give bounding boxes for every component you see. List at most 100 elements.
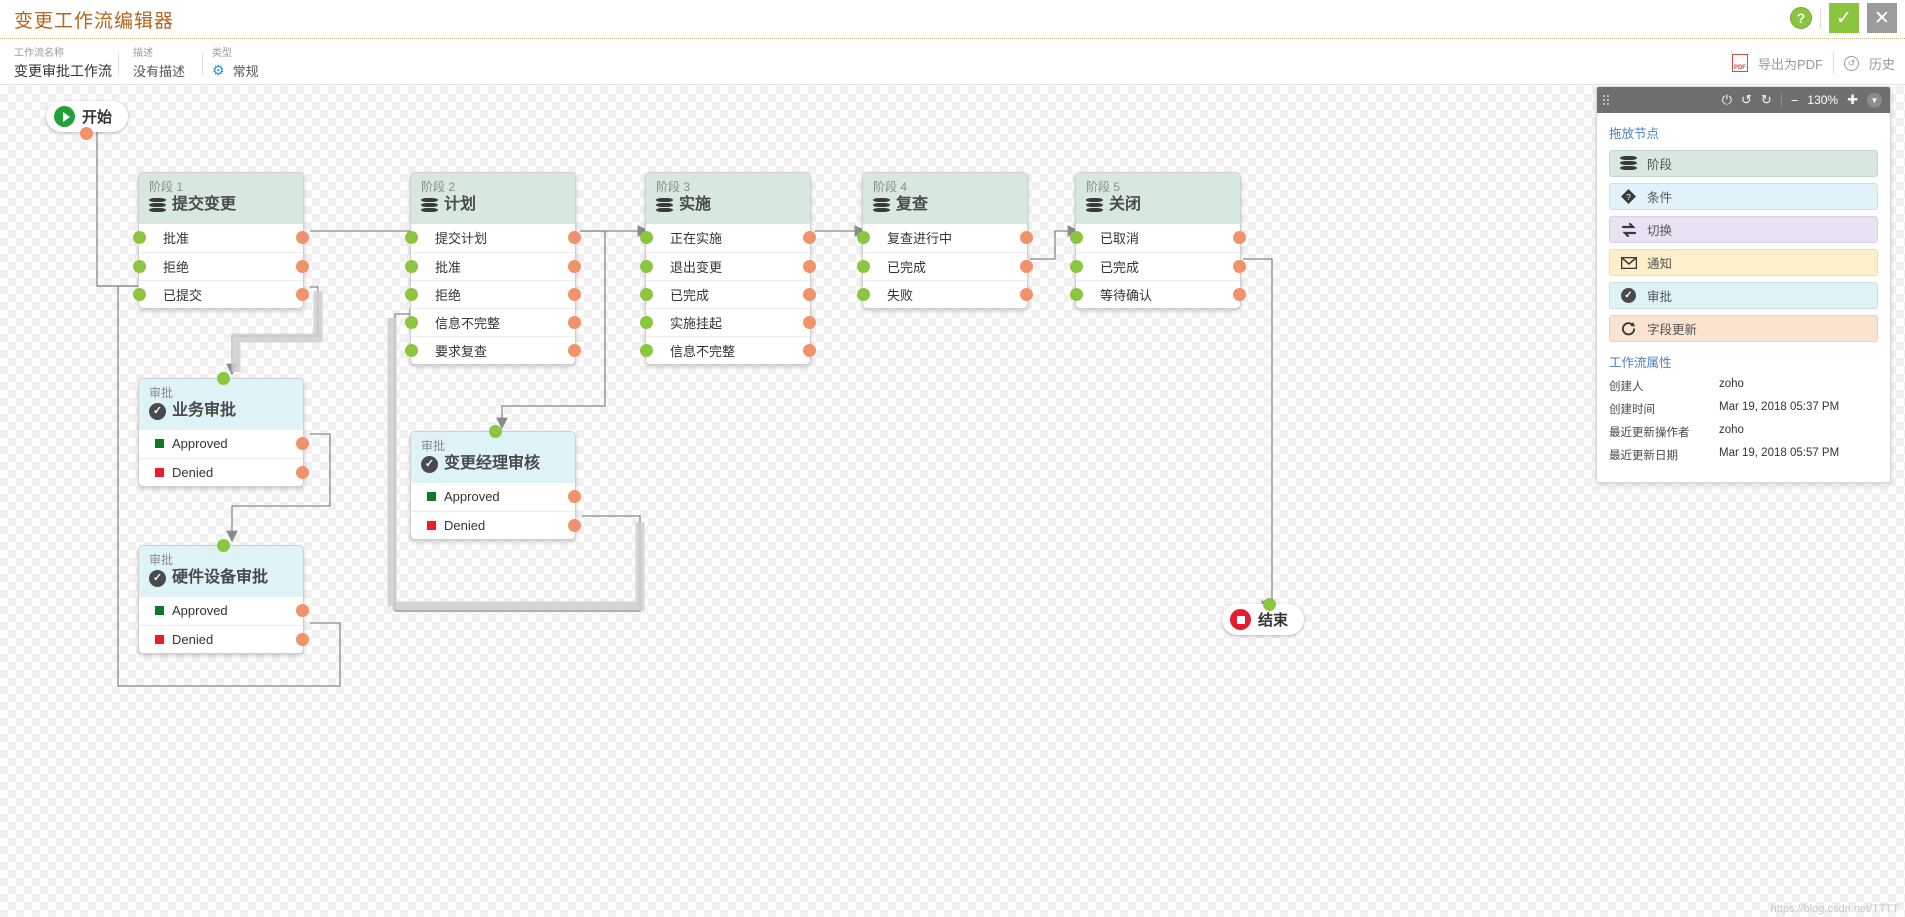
palette-item-field-update[interactable]: 字段更新 [1609, 315, 1878, 342]
port-in[interactable] [405, 287, 418, 301]
port-out[interactable] [803, 287, 816, 301]
port-out[interactable] [803, 231, 816, 245]
port-in[interactable] [640, 343, 653, 357]
stage-card-2[interactable]: 阶段 2 计划 提交计划 批准 拒绝 信息不完整 要求复查 [405, 172, 581, 365]
drag-handle[interactable] [1602, 94, 1610, 106]
port-out[interactable] [568, 259, 581, 273]
port-in[interactable] [640, 231, 653, 245]
stage-row[interactable]: 要求复查 [405, 335, 581, 364]
history-button[interactable]: 历史 [1868, 56, 1895, 72]
palette-item-switch[interactable]: 切换 [1609, 216, 1878, 243]
port-out[interactable] [1020, 259, 1033, 273]
port-out[interactable] [296, 259, 309, 273]
port-out[interactable] [296, 287, 309, 301]
start-node-body[interactable]: 开始 [46, 101, 129, 132]
stage-row[interactable]: 正在实施 [640, 224, 816, 252]
stage-row[interactable]: 拒绝 [405, 279, 581, 308]
help-icon[interactable]: ? [1790, 7, 1812, 29]
zoom-out-button[interactable]: − [1790, 92, 1799, 108]
stage-row[interactable]: 实施挂起 [640, 307, 816, 336]
zoom-in-button[interactable]: ✚ [1847, 92, 1858, 107]
port-out[interactable] [568, 518, 581, 532]
palette-item-approval[interactable]: ✓ 审批 [1609, 282, 1878, 309]
stage-row[interactable]: 拒绝 [133, 251, 309, 280]
panel-toolbar[interactable]: ⏻ ↺ ↻ − 130% ✚ ▼ [1597, 87, 1890, 113]
port-in[interactable] [133, 287, 146, 301]
port-in[interactable] [857, 287, 870, 301]
port-in[interactable] [1263, 598, 1276, 611]
port-in[interactable] [405, 231, 418, 245]
port-in[interactable] [640, 315, 653, 329]
palette-item-stage[interactable]: 阶段 [1609, 150, 1878, 177]
close-button[interactable]: ✕ [1867, 3, 1897, 33]
port-in[interactable] [133, 259, 146, 273]
approval-row[interactable]: Approved [139, 597, 309, 625]
stage-row[interactable]: 已取消 [1070, 224, 1246, 252]
power-icon[interactable]: ⏻ [1721, 92, 1732, 107]
port-out[interactable] [568, 287, 581, 301]
port-in[interactable] [640, 287, 653, 301]
port-in[interactable] [1070, 259, 1083, 273]
approval-card-business[interactable]: 审批 ✓ 业务审批 Approved Denied [138, 372, 309, 487]
stage-row[interactable]: 已完成 [1070, 251, 1246, 280]
stage-row[interactable]: 信息不完整 [405, 307, 581, 336]
stage-card-4[interactable]: 阶段 4 复查 复查进行中 已完成 失败 [857, 172, 1033, 309]
stage-row[interactable]: 退出变更 [640, 251, 816, 280]
approval-row[interactable]: Denied [139, 624, 309, 653]
port-out[interactable] [803, 259, 816, 273]
stage-card-5[interactable]: 阶段 5 关闭 已取消 已完成 等待确认 [1070, 172, 1246, 309]
stage-row[interactable]: 批准 [133, 224, 309, 252]
stage-row[interactable]: 已完成 [857, 251, 1033, 280]
approval-row[interactable]: Approved [139, 430, 309, 458]
port-out[interactable] [803, 315, 816, 329]
port-out[interactable] [1233, 287, 1246, 301]
end-node[interactable]: 结束 [1222, 598, 1305, 635]
port-in[interactable] [217, 372, 230, 385]
port-out[interactable] [296, 465, 309, 479]
stage-card-3[interactable]: 阶段 3 实施 正在实施 退出变更 已完成 实施挂起 信息不完整 [640, 172, 816, 365]
port-in[interactable] [405, 315, 418, 329]
port-out[interactable] [803, 343, 816, 357]
port-in[interactable] [217, 539, 230, 552]
port-out[interactable] [568, 315, 581, 329]
stage-card-1[interactable]: 阶段 1 提交变更 批准 拒绝 已提交 [133, 172, 309, 309]
port-in[interactable] [1070, 231, 1083, 245]
palette-item-condition[interactable]: ? 条件 [1609, 183, 1878, 210]
port-out[interactable] [1020, 231, 1033, 245]
approval-row[interactable]: Denied [411, 510, 581, 539]
save-button[interactable]: ✓ [1829, 3, 1859, 33]
port-in[interactable] [133, 231, 146, 245]
port-in[interactable] [405, 259, 418, 273]
stage-row[interactable]: 已完成 [640, 279, 816, 308]
chevron-down-icon[interactable]: ▼ [1867, 92, 1882, 108]
redo-icon[interactable]: ↻ [1760, 92, 1772, 107]
end-node-body[interactable]: 结束 [1222, 604, 1305, 635]
port-in[interactable] [640, 259, 653, 273]
stage-row[interactable]: 已提交 [133, 279, 309, 308]
port-out[interactable] [296, 604, 309, 618]
export-pdf-button[interactable]: 导出为PDF [1757, 56, 1823, 72]
stage-row[interactable]: 批准 [405, 251, 581, 280]
approval-card-change-manager[interactable]: 审批 ✓ 变更经理审核 Approved Denied [410, 425, 581, 540]
port-out[interactable] [1233, 259, 1246, 273]
port-in[interactable] [857, 259, 870, 273]
start-node[interactable]: 开始 [46, 101, 129, 140]
port-out[interactable] [296, 231, 309, 245]
stage-row[interactable]: 失败 [857, 279, 1033, 308]
port-out[interactable] [568, 343, 581, 357]
workflow-canvas[interactable]: 开始 阶段 1 提交变更 批准 拒绝 已提交 阶段 2 计划 提交计划 [0, 86, 1905, 917]
port-in[interactable] [857, 231, 870, 245]
port-out[interactable] [80, 127, 93, 140]
approval-row[interactable]: Approved [411, 483, 581, 511]
port-out[interactable] [296, 632, 309, 646]
port-in[interactable] [489, 425, 502, 438]
stage-row[interactable]: 提交计划 [405, 224, 581, 252]
port-out[interactable] [296, 437, 309, 451]
palette-item-notification[interactable]: 通知 [1609, 249, 1878, 276]
stage-row[interactable]: 信息不完整 [640, 335, 816, 364]
port-out[interactable] [568, 490, 581, 504]
node-palette-panel[interactable]: ⏻ ↺ ↻ − 130% ✚ ▼ 拖放节点 阶段 ? 条件 [1596, 86, 1891, 483]
stage-row[interactable]: 复查进行中 [857, 224, 1033, 252]
port-in[interactable] [405, 343, 418, 357]
approval-row[interactable]: Denied [139, 457, 309, 486]
